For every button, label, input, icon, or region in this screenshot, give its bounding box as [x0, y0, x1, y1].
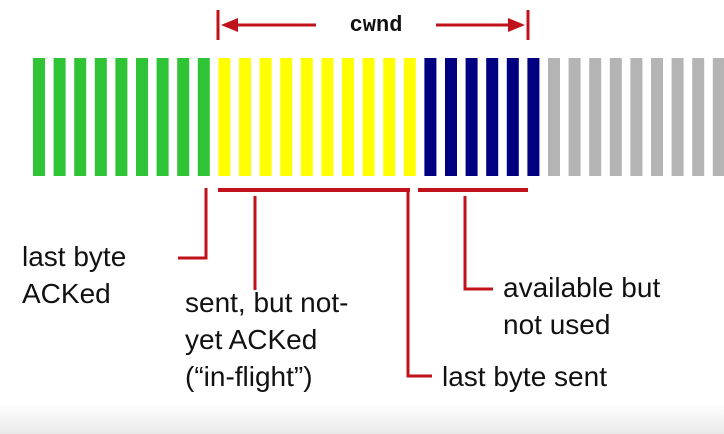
byte-bar-in-flight — [300, 58, 313, 176]
byte-bar-in-flight — [280, 58, 293, 176]
byte-bar-acked — [53, 58, 66, 176]
in-flight-label: sent, but not- yet ACKed (“in-flight”) — [185, 287, 356, 392]
last-byte-sent-leader — [406, 188, 432, 378]
bottom-fade — [0, 404, 724, 434]
byte-bar-usable — [486, 58, 499, 176]
byte-bar-in-flight — [259, 58, 272, 176]
byte-bar-not-usable — [630, 58, 643, 176]
byte-bar-in-flight — [383, 58, 396, 176]
byte-bar-in-flight — [321, 58, 334, 176]
byte-bar-usable — [465, 58, 478, 176]
cwnd-indicator: cwnd — [216, 10, 530, 40]
byte-bar-not-usable — [609, 58, 622, 176]
byte-bar-acked — [177, 58, 190, 176]
byte-bar-usable — [445, 58, 457, 176]
byte-bar-usable — [424, 58, 437, 176]
available-label: available but not used — [503, 272, 668, 340]
byte-bar-not-usable — [568, 58, 581, 176]
cwnd-right-arrowhead — [508, 18, 525, 32]
last-byte-acked-line-2: ACKed — [22, 278, 111, 309]
last-byte-acked-label: last byte ACKed — [22, 241, 134, 309]
byte-bar-acked — [74, 58, 87, 176]
byte-bar-acked — [136, 58, 148, 176]
byte-stream-bars — [33, 58, 724, 176]
byte-bar-not-usable — [651, 58, 663, 176]
in-flight-line-3: (“in-flight”) — [185, 361, 313, 392]
byte-bar-not-usable — [692, 58, 705, 176]
byte-bar-acked — [33, 58, 45, 176]
byte-bar-in-flight — [342, 58, 354, 176]
byte-bar-acked — [156, 58, 169, 176]
byte-bar-not-usable — [548, 58, 560, 176]
byte-bar-acked — [94, 58, 107, 176]
byte-bar-not-usable — [589, 58, 602, 176]
in-flight-line-1: sent, but not- — [185, 287, 348, 318]
cwnd-label: cwnd — [350, 13, 403, 38]
byte-bar-in-flight — [362, 58, 375, 176]
last-byte-sent-label: last byte sent — [442, 361, 607, 392]
last-byte-acked-line-1: last byte — [22, 241, 126, 272]
last-byte-acked-leader — [178, 188, 208, 260]
byte-bar-not-usable — [712, 58, 724, 176]
byte-bar-in-flight — [403, 58, 416, 176]
byte-bar-usable — [506, 58, 519, 176]
available-line-2: not used — [503, 309, 610, 340]
cwnd-left-arrowhead — [221, 18, 238, 32]
available-leader — [463, 196, 493, 291]
byte-bar-in-flight — [218, 58, 231, 176]
byte-bar-not-usable — [671, 58, 684, 176]
byte-bar-in-flight — [239, 58, 251, 176]
byte-bar-acked — [197, 58, 210, 176]
byte-bar-usable — [527, 58, 540, 176]
byte-bar-acked — [115, 58, 128, 176]
in-flight-line-2: yet ACKed — [185, 324, 317, 355]
available-line-1: available but — [503, 272, 660, 303]
